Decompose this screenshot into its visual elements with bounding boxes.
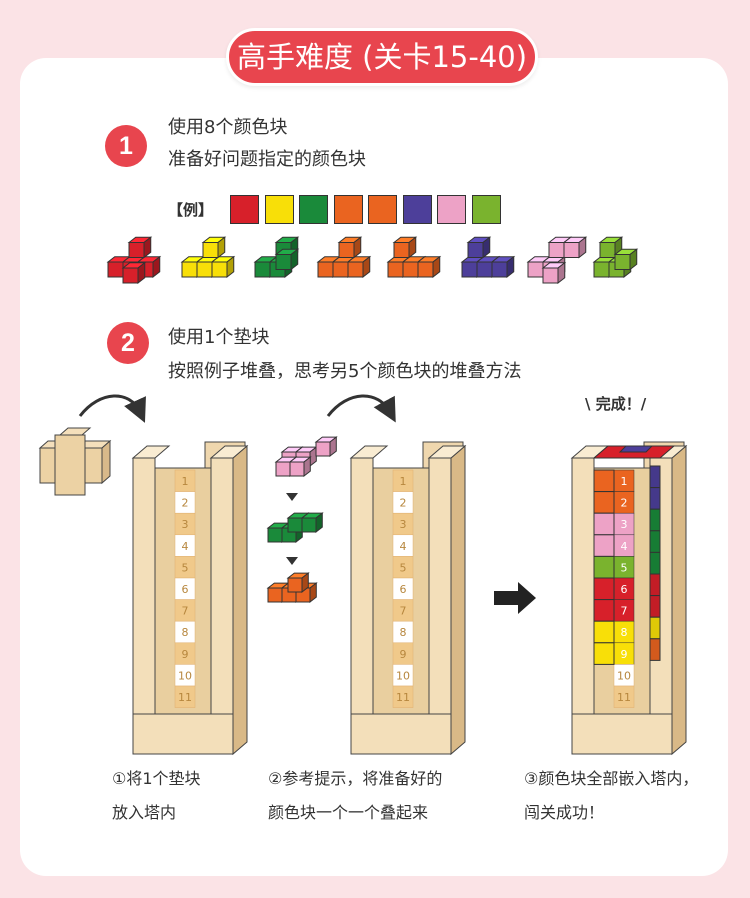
tower-number: 6 xyxy=(182,583,189,596)
tower-number: 6 xyxy=(400,583,407,596)
tower: 1 2 3 4 5 6 7 8 9 10 11 xyxy=(349,441,467,756)
tower-number: 7 xyxy=(182,605,189,618)
color-swatch xyxy=(437,195,466,224)
tower-number: 1 xyxy=(621,475,628,488)
tower-number: 10 xyxy=(617,669,631,682)
color-piece xyxy=(106,236,162,285)
color-piece xyxy=(253,236,300,279)
color-swatch xyxy=(264,195,294,224)
tower-number: 5 xyxy=(182,561,189,574)
tower-number: 2 xyxy=(400,497,407,510)
color-piece xyxy=(526,236,588,285)
step-1-badge: 1 xyxy=(105,125,147,167)
caption-1-line-1: ①将1个垫块 xyxy=(112,769,201,788)
caption-2-line-2: 颜色块一个一个叠起来 xyxy=(268,803,429,822)
color-swatch xyxy=(471,195,501,224)
color-piece xyxy=(316,236,372,279)
step-2-line-2: 按照例子堆叠，思考另5个颜色块的堆叠方法 xyxy=(168,361,522,382)
tower-number: 1 xyxy=(400,475,407,488)
tower-number: 3 xyxy=(182,518,189,531)
caption-1-line-2: 放入塔内 xyxy=(112,803,177,822)
tower: 1 2 3 4 5 6 7 8 9 10 11 xyxy=(570,441,688,756)
done-label: \ 完成！/ xyxy=(585,395,647,413)
caption-3-line-2: 闯关成功！ xyxy=(524,803,605,822)
tower-number: 9 xyxy=(621,648,628,661)
tower-number: 7 xyxy=(400,605,407,618)
tower-number: 4 xyxy=(621,540,628,553)
step-2-line-1: 使用1个垫块 xyxy=(168,327,270,348)
color-piece xyxy=(460,236,516,279)
tower-number: 9 xyxy=(182,648,189,661)
color-piece xyxy=(386,236,442,279)
tower-number: 8 xyxy=(400,626,407,639)
color-piece xyxy=(180,236,236,279)
color-pieces-row xyxy=(106,236,639,285)
color-swatch xyxy=(299,195,328,224)
stacking-piece xyxy=(266,572,318,604)
tower-number: 11 xyxy=(396,691,410,704)
tower-number: 6 xyxy=(621,583,628,596)
tower-number: 8 xyxy=(621,626,628,639)
tower-number: 1 xyxy=(182,475,189,488)
tower-number: 11 xyxy=(617,691,631,704)
caption-2-line-1: ②参考提示，将准备好的 xyxy=(268,769,443,788)
tower-number: 10 xyxy=(396,669,410,682)
example-label: 【例】 xyxy=(168,201,214,219)
tower-number: 10 xyxy=(178,669,192,682)
page-title: 高手难度 (关卡15-40) xyxy=(226,28,538,86)
color-swatch xyxy=(333,195,363,224)
tower-number: 9 xyxy=(400,648,407,661)
step-2-badge: 2 xyxy=(107,322,149,364)
step-1-line-1: 使用8个颜色块 xyxy=(168,117,288,138)
color-piece xyxy=(592,236,639,279)
color-swatch xyxy=(230,195,259,224)
tower-number: 7 xyxy=(621,605,628,618)
tower-number: 3 xyxy=(621,518,628,531)
tower-number: 2 xyxy=(182,497,189,510)
stacking-piece xyxy=(274,436,338,478)
tower-number: 8 xyxy=(182,626,189,639)
step-1-line-2: 准备好问题指定的颜色块 xyxy=(168,149,366,170)
spacer-block xyxy=(38,427,112,496)
curve-arrow-1 xyxy=(78,394,146,423)
tower-number: 5 xyxy=(621,561,628,574)
color-swatch xyxy=(402,195,432,224)
stacking-piece xyxy=(266,512,324,544)
caption-3-line-1: ③颜色块全部嵌入塔内， xyxy=(524,769,699,788)
tower-number: 11 xyxy=(178,691,192,704)
tower: 1 2 3 4 5 6 7 8 9 10 11 xyxy=(131,441,249,756)
color-swatch xyxy=(368,195,397,224)
tower-number: 4 xyxy=(400,540,407,553)
result-arrow-icon xyxy=(494,582,536,614)
tower-number: 2 xyxy=(621,497,628,510)
curve-arrow-2 xyxy=(326,394,396,423)
tower-number: 5 xyxy=(400,561,407,574)
tower-number: 3 xyxy=(400,518,407,531)
tower-number: 4 xyxy=(182,540,189,553)
